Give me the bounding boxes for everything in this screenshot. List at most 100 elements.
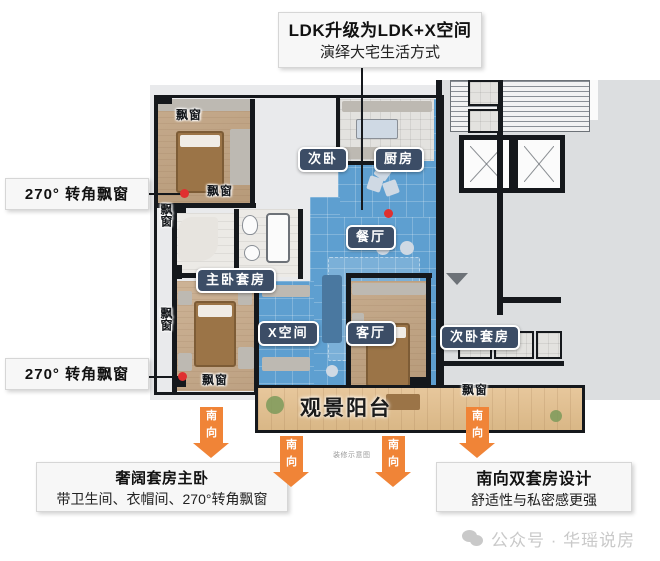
south-arrow-1-char-bottom: 向 (206, 427, 217, 439)
kitchen-counter-top (342, 101, 432, 112)
callout-ldk-subtitle: 演绎大宅生活方式 (319, 44, 440, 61)
callout-master-subtitle: 带卫生间、衣帽间、270°转角飘窗 (56, 491, 268, 507)
south-arrow-2-char-top: 南 (286, 439, 297, 451)
callout-bay-window-top-title: 270° 转角飘窗 (24, 186, 130, 203)
master-lounge-blob (178, 217, 218, 261)
bay-marker-master-c (172, 377, 186, 387)
service-room-c (536, 331, 562, 359)
wall-kitchen-left (336, 95, 340, 167)
watermark: 公众号 · 华瑶说房 (462, 526, 635, 551)
leader-bay-window-top (149, 193, 185, 195)
bay-marker-second-suite (410, 377, 430, 387)
core-room-top-a (468, 80, 500, 106)
wall-bath-right (298, 209, 303, 279)
balcony-plant-b (550, 410, 562, 422)
x-space-cabinet (262, 357, 310, 371)
south-arrow-3-char-bottom: 向 (388, 456, 399, 468)
wall-second-suite-top (346, 273, 432, 278)
balcony-label: 观景阳台 (300, 397, 392, 420)
wall-second-suite-right (426, 277, 431, 395)
master-pillows (198, 305, 232, 317)
wall-right-bed2 (250, 99, 255, 207)
leader-bay-window-bottom (149, 376, 185, 378)
living-plant (326, 365, 338, 377)
south-arrow-4-char-top: 南 (472, 410, 483, 422)
bay-marker-master-b (172, 265, 182, 279)
core-wall-left (436, 80, 442, 400)
south-arrow-4-tip-icon (459, 443, 495, 458)
wall-bottom-bed2 (154, 203, 256, 208)
leader-ldk (361, 68, 363, 210)
wall-kitchen-bottom (336, 161, 378, 165)
wall-master-right (254, 277, 259, 395)
watermark-text: 公众号 · 华瑶说房 (491, 531, 636, 550)
callout-ldk-upgrade: LDK升级为LDK+X空间 演绎大宅生活方式 (278, 12, 482, 68)
room-label-second-suite: 次卧套房 (440, 325, 521, 351)
south-arrow-1: 南 向 (193, 407, 229, 458)
bathtub (266, 213, 290, 263)
marker-bay-window-top (180, 189, 189, 198)
living-sofa (322, 275, 342, 343)
callout-south-suites: 南向双套房设计 舒适性与私密感更强 (436, 462, 632, 512)
second-bedroom-bay-shelf (158, 99, 254, 111)
south-arrow-4: 南 向 (459, 407, 495, 458)
room-label-kitchen: 厨房 (374, 147, 425, 173)
bay-marker-bed2-a (158, 95, 172, 104)
master-side-cabinet (178, 353, 192, 371)
corridor-arrow-icon (446, 273, 468, 285)
scenic-balcony (255, 385, 585, 433)
wall-left-bed2 (154, 95, 158, 207)
south-arrow-3-char-top: 南 (388, 439, 399, 451)
south-arrow-2-char-bottom: 向 (286, 456, 297, 468)
callout-bay-window-bottom: 270° 转角飘窗 (5, 358, 149, 390)
callout-south-subtitle: 舒适性与私密感更强 (471, 492, 597, 508)
bay-window-label-upper-right: 飘窗 (207, 184, 234, 198)
elevator-a (459, 135, 514, 193)
south-arrow-1-tip-icon (193, 443, 229, 458)
marker-ldk (384, 209, 393, 218)
room-label-second-bedroom: 次卧 (298, 147, 349, 173)
bay-window-label-left-upper: 飘窗 (159, 203, 173, 227)
callout-master-title: 奢阔套房主卧 (115, 470, 209, 487)
wall-master-bath (234, 209, 239, 277)
balcony-table (386, 394, 420, 410)
bay-marker-master-a (172, 203, 186, 213)
callout-south-title: 南向双套房设计 (476, 471, 592, 488)
master-nightstand-r (238, 291, 252, 305)
callout-bay-window-bottom-title: 270° 转角飘窗 (24, 366, 130, 383)
core-room-top-b (468, 109, 500, 133)
callout-ldk-title: LDK升级为LDK+X空间 (288, 21, 472, 40)
toilet (242, 215, 258, 235)
callout-master-suite: 奢阔套房主卧 带卫生间、衣帽间、270°转角飘窗 (36, 462, 288, 512)
wechat-icon (462, 529, 484, 548)
south-arrow-2-tip-icon (273, 472, 309, 487)
south-arrow-3: 南 向 (375, 436, 411, 487)
master-nightstand-l (178, 291, 192, 305)
core-wall-right (497, 80, 503, 315)
room-label-living: 客厅 (346, 321, 397, 347)
plan-disclaimer: 装修示意图 (333, 452, 371, 459)
south-arrow-3-tip-icon (375, 472, 411, 487)
floor-plan: 次卧 厨房 餐厅 主卧套房 X空间 客厅 次卧套房 飘窗 飘窗 飘窗 飘窗 飘窗… (150, 80, 660, 433)
wall-master-left (172, 209, 177, 395)
master-chair (238, 347, 254, 369)
room-label-master-suite: 主卧套房 (196, 268, 277, 294)
core-wall-right-lower (497, 297, 561, 303)
bay-window-label-bottom-right: 飘窗 (462, 383, 489, 397)
south-arrow-4-char-bottom: 向 (472, 427, 483, 439)
room-label-x-space: X空间 (258, 321, 319, 347)
south-arrow-2: 南 向 (273, 436, 309, 487)
washbasin (244, 245, 260, 261)
south-arrow-1-char-top: 南 (206, 410, 217, 422)
marker-bay-window-bottom (178, 372, 187, 381)
side-stool-b (400, 241, 414, 255)
bay-window-label-left-lower: 飘窗 (159, 307, 173, 331)
bay-window-label-bottom-left: 飘窗 (202, 373, 229, 387)
second-bedroom-pillows (180, 135, 220, 147)
second-suite-desk (352, 283, 426, 295)
callout-bay-window-top: 270° 转角飘窗 (5, 178, 149, 210)
room-label-dining: 餐厅 (346, 225, 397, 251)
second-bedroom-wardrobe (230, 129, 252, 185)
bay-window-label-top: 飘窗 (176, 108, 203, 122)
